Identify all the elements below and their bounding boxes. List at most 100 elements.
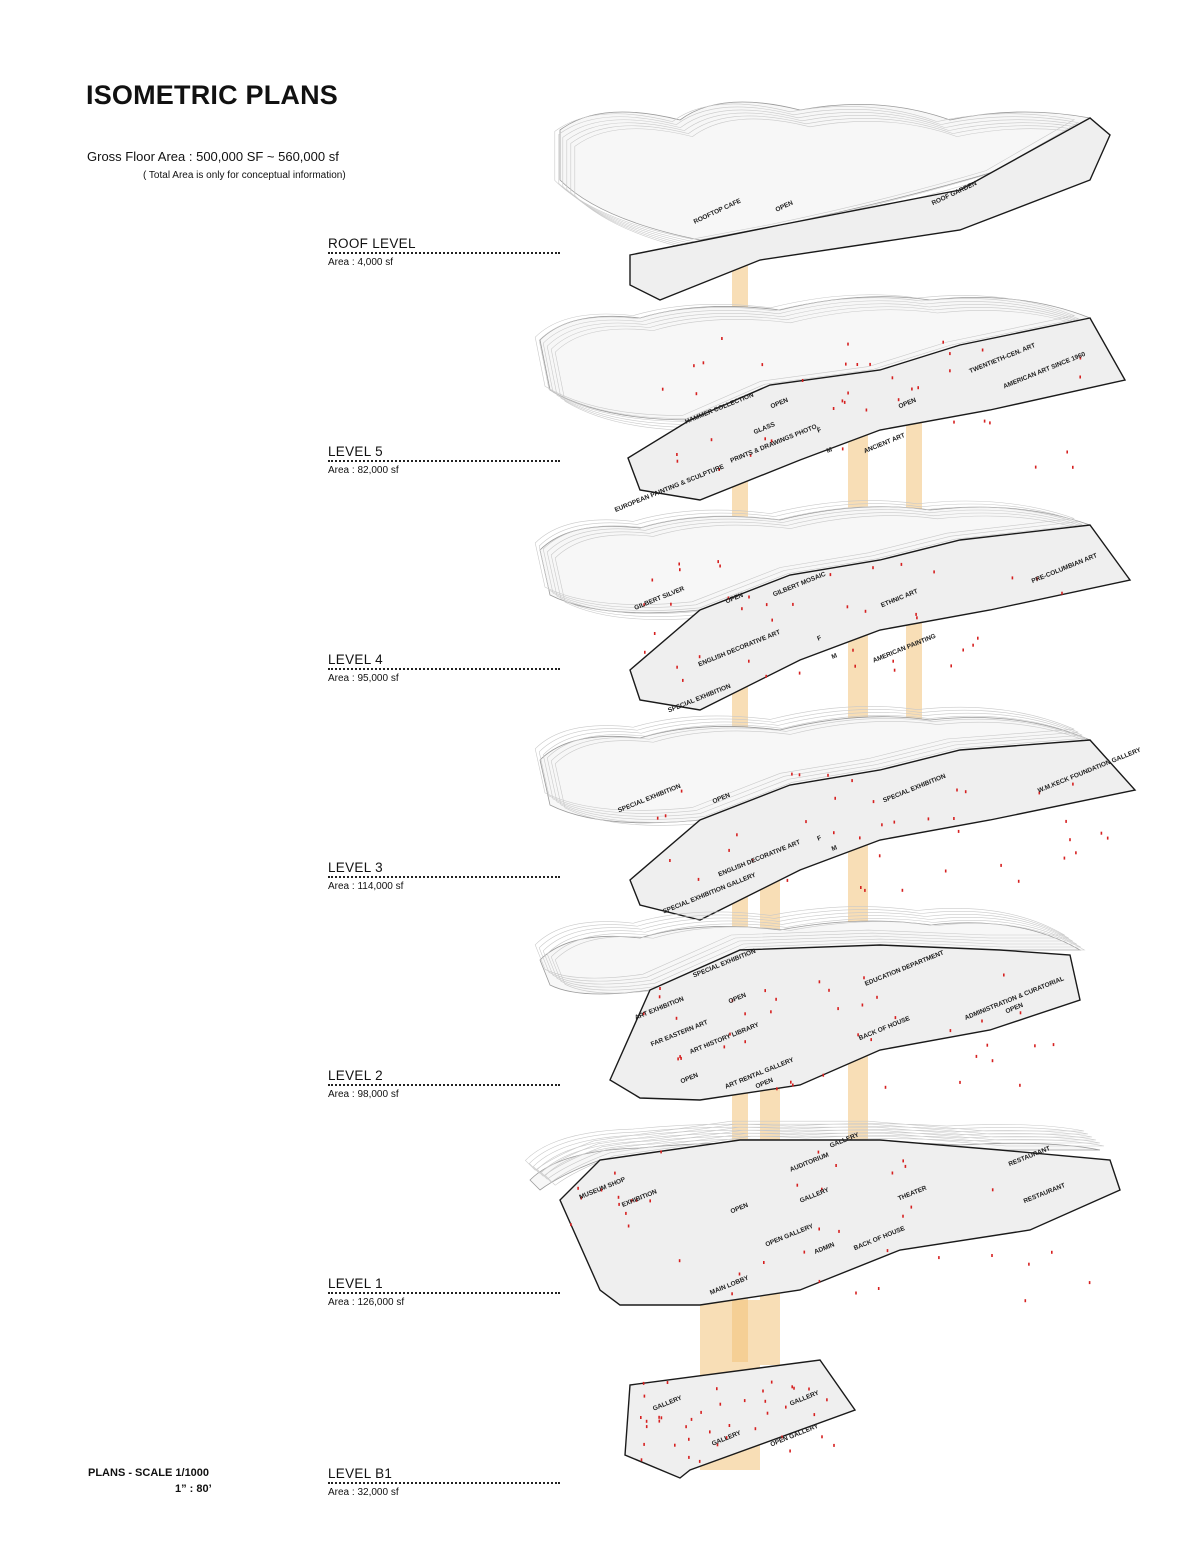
visitor-marker xyxy=(1017,879,1020,883)
visitor-marker xyxy=(781,1435,783,1439)
contour-line xyxy=(534,500,1075,605)
visitor-marker xyxy=(702,361,705,365)
visitor-marker xyxy=(949,369,951,373)
visitor-marker xyxy=(743,1399,746,1403)
gross-floor-area: Gross Floor Area : 500,000 SF ~ 560,000 … xyxy=(87,149,339,164)
visitor-marker xyxy=(627,1224,630,1228)
visitor-marker xyxy=(643,603,645,607)
visitor-marker xyxy=(682,678,684,682)
visitor-marker xyxy=(651,578,654,582)
floor-plate-l3 xyxy=(534,706,1137,921)
visitor-marker xyxy=(793,1386,795,1390)
visitor-marker xyxy=(763,1261,765,1264)
floor-plate-l1 xyxy=(524,1120,1121,1306)
contour-line xyxy=(534,294,1076,416)
contour-line xyxy=(550,918,1082,991)
visitor-marker xyxy=(660,1416,663,1420)
room-label: F xyxy=(816,427,822,435)
visitor-marker xyxy=(731,999,734,1003)
visitor-marker xyxy=(731,1292,733,1296)
visitor-marker xyxy=(834,796,836,800)
visitor-marker xyxy=(796,1183,799,1187)
plate-outline xyxy=(624,1359,857,1479)
level-label-b1: LEVEL B1 Area : 32,000 sf xyxy=(328,1466,560,1498)
floor-plate-l5 xyxy=(534,294,1127,501)
visitor-marker xyxy=(901,888,904,892)
visitor-marker xyxy=(1106,836,1109,840)
visitor-marker xyxy=(775,997,777,1001)
contour-line xyxy=(546,915,1078,988)
contour-line xyxy=(546,509,1087,614)
visitor-marker xyxy=(1019,1011,1022,1015)
visitor-marker xyxy=(1011,576,1014,580)
visitor-marker xyxy=(818,1279,821,1283)
visitor-marker xyxy=(902,1214,904,1218)
visitor-marker xyxy=(1066,450,1068,454)
visitor-marker xyxy=(786,878,789,882)
contour-line xyxy=(544,1135,1105,1186)
visitor-marker xyxy=(656,816,659,820)
visitor-marker xyxy=(625,1211,627,1215)
visitor-marker xyxy=(981,348,984,352)
visitor-marker xyxy=(645,1419,648,1423)
visitor-marker xyxy=(748,659,750,663)
room-label: ANCIENT ART xyxy=(863,432,906,455)
visitor-marker xyxy=(688,1455,690,1459)
visitor-marker xyxy=(833,1443,835,1447)
level-area: Area : 82,000 sf xyxy=(328,465,399,476)
visitor-marker xyxy=(764,437,766,441)
plate-outline xyxy=(609,944,1081,1101)
visitor-marker xyxy=(1075,851,1077,855)
visitor-marker xyxy=(1061,591,1063,595)
visitor-marker xyxy=(1051,1250,1053,1254)
visitor-marker xyxy=(674,1443,676,1447)
plate-outline xyxy=(629,739,1137,921)
visitor-marker xyxy=(953,817,955,820)
visitor-marker xyxy=(847,391,849,395)
page-title: ISOMETRIC PLANS xyxy=(86,80,339,110)
visitor-marker xyxy=(1028,1262,1030,1266)
visitor-marker xyxy=(986,1043,989,1047)
visitor-marker xyxy=(685,1425,687,1429)
visitor-marker xyxy=(693,364,695,368)
visitor-marker xyxy=(659,987,661,990)
contour-line xyxy=(536,1129,1097,1180)
visitor-marker xyxy=(962,648,964,652)
visitor-marker xyxy=(977,636,979,640)
visitor-marker xyxy=(709,1430,711,1434)
contour-line xyxy=(554,515,1095,620)
visitor-marker xyxy=(872,800,875,804)
visitor-marker xyxy=(771,618,773,622)
visitor-marker xyxy=(917,386,919,390)
floor-plate-l4 xyxy=(534,500,1132,711)
visitor-marker xyxy=(791,1385,793,1389)
visitor-marker xyxy=(884,1085,887,1089)
contour-line xyxy=(554,721,1095,826)
visitor-marker xyxy=(876,995,878,999)
visitor-marker xyxy=(911,387,913,391)
visitor-marker xyxy=(1024,1299,1027,1303)
visitor-marker xyxy=(749,453,752,457)
visitor-marker xyxy=(723,1045,726,1049)
visitor-marker xyxy=(765,674,767,678)
level-label-5: LEVEL 5 Area : 82,000 sf xyxy=(328,444,560,476)
visitor-marker xyxy=(975,1054,978,1058)
visitor-marker xyxy=(916,616,918,620)
level-name: ROOF LEVEL xyxy=(328,236,560,254)
visitor-marker xyxy=(698,655,701,659)
visitor-marker xyxy=(642,1381,645,1385)
visitor-marker xyxy=(891,1171,894,1175)
visitor-marker xyxy=(872,566,874,570)
visitor-marker xyxy=(791,772,793,776)
visitor-marker xyxy=(886,1249,889,1253)
visitor-marker xyxy=(728,1424,731,1427)
visitor-marker xyxy=(845,362,847,366)
visitor-marker xyxy=(666,1381,669,1384)
visitor-marker xyxy=(956,788,958,792)
visitor-marker xyxy=(716,1387,718,1391)
visitor-marker xyxy=(991,1059,994,1063)
visitor-marker xyxy=(643,1394,646,1398)
contour-line xyxy=(546,303,1088,425)
contour-line xyxy=(542,712,1083,817)
